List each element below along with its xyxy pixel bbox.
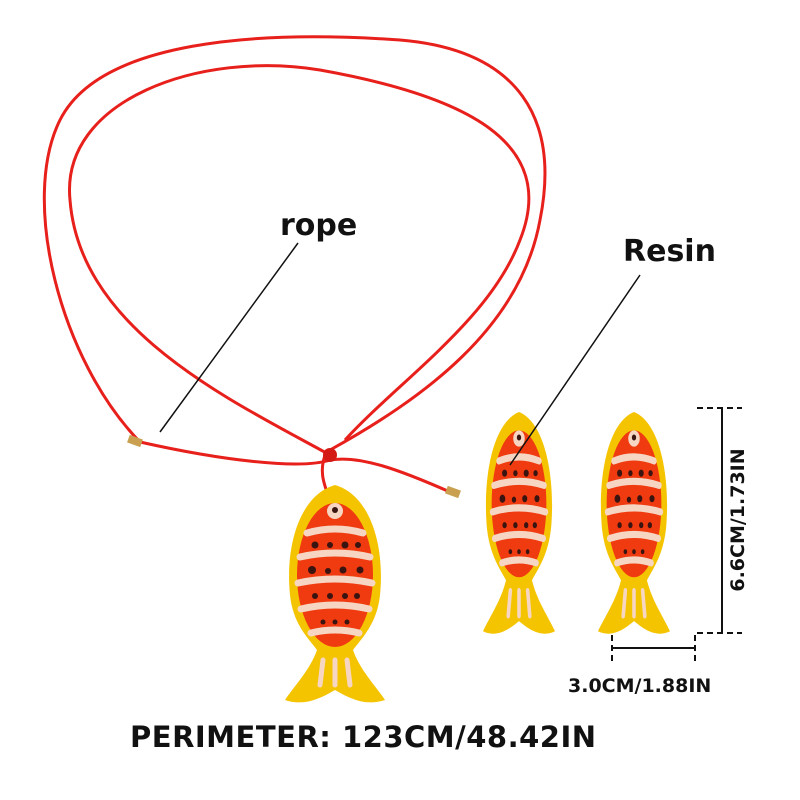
rope-end-cap — [127, 434, 143, 448]
fish-pendant — [285, 485, 385, 702]
rope-leader-line — [159, 242, 299, 433]
width-label: 3.0CM/1.88IN — [568, 675, 712, 697]
resin-leader-line — [509, 274, 641, 466]
red-rope — [42, 35, 547, 501]
height-label: 6.6CM/1.73IN — [727, 448, 749, 592]
height-dimension — [697, 407, 742, 634]
fish-earring-left — [483, 412, 555, 634]
width-dimension — [611, 635, 696, 665]
fish-earring-right — [598, 412, 670, 634]
rope-end-cap — [445, 485, 461, 499]
rope-knot — [323, 448, 337, 462]
rope-label: rope — [280, 208, 358, 243]
resin-label: Resin — [623, 234, 716, 269]
perimeter-label: PERIMETER: 123CM/48.42IN — [130, 720, 597, 754]
